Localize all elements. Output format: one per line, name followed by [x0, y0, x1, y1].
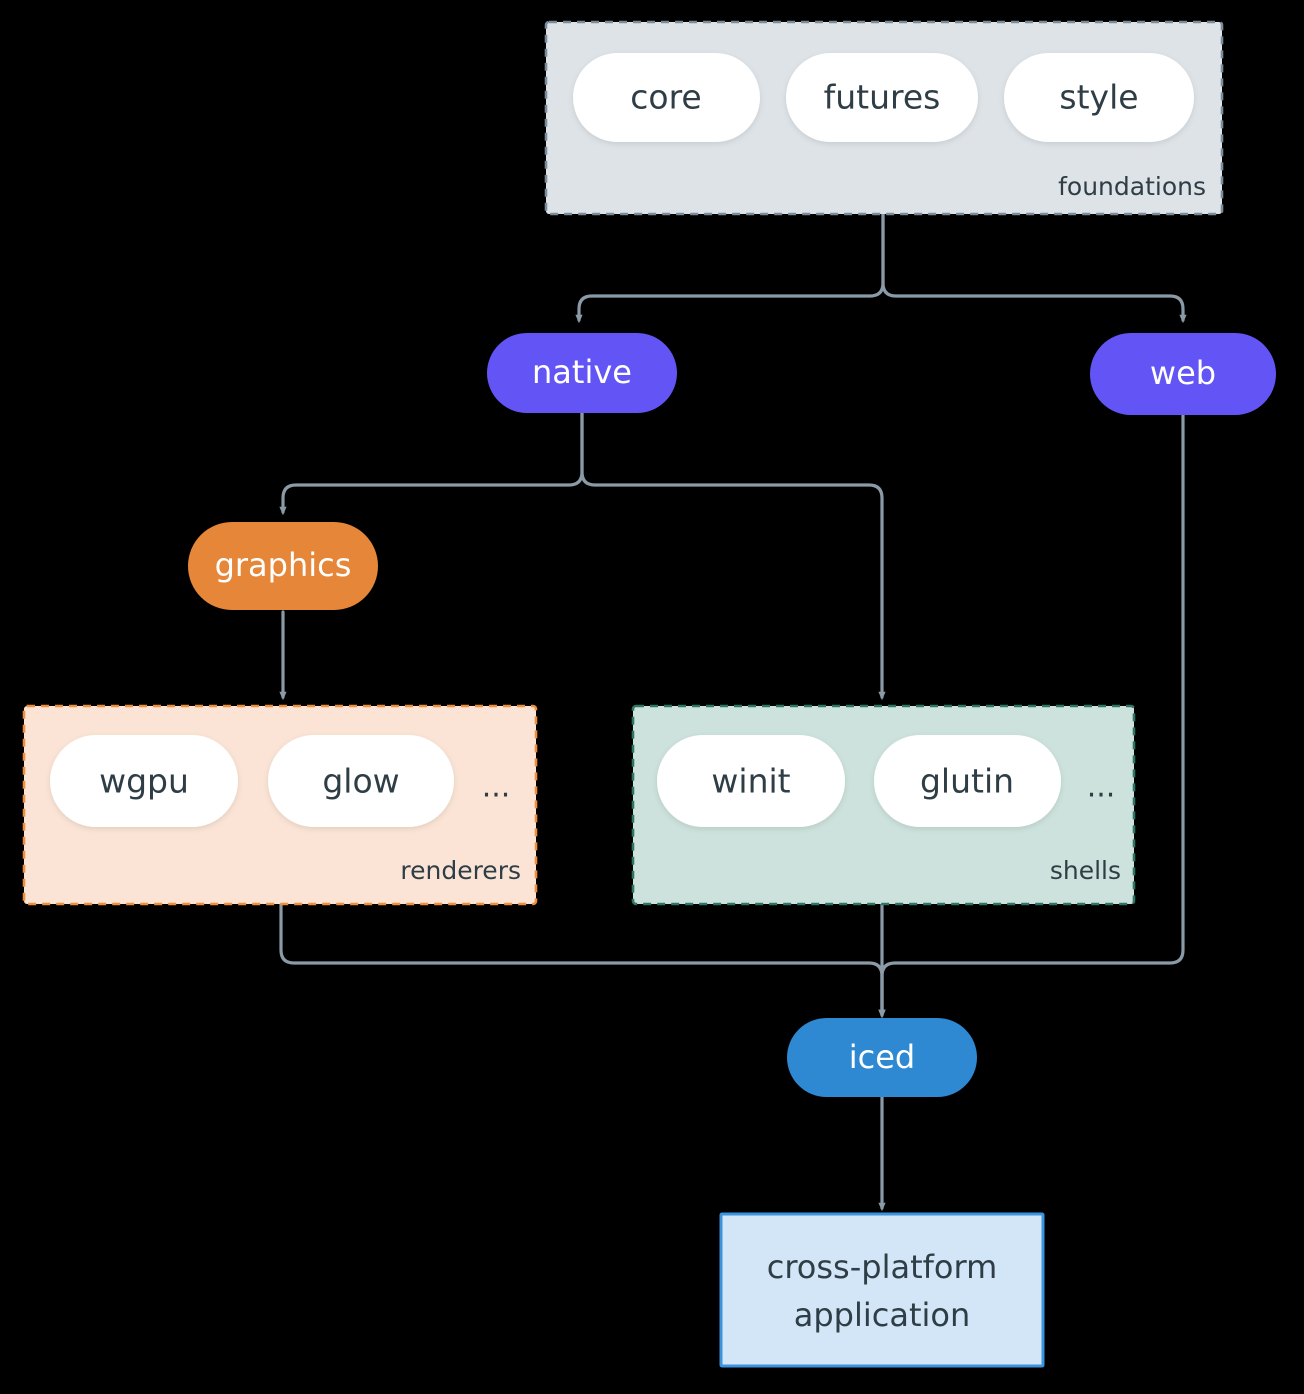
- node-native[interactable]: native: [487, 333, 677, 413]
- foundations-member-styleq[interactable]: [1004, 53, 1194, 142]
- edge-web-to-iced: [878, 413, 1185, 1019]
- group-label-renderers: renderers: [400, 856, 521, 885]
- edge-native-to-graphics: [279, 410, 584, 516]
- renderers-member-label-wgpu: wgpu: [99, 762, 189, 801]
- renderers-member-label-glow: glow: [322, 762, 399, 801]
- foundations-member-label-futures: futures: [824, 78, 941, 117]
- shells-member-glutin[interactable]: [874, 735, 1061, 827]
- edge-renderers-to-iced: [279, 902, 886, 1019]
- foundations-member-label-style: style: [1059, 78, 1138, 117]
- shells-member-label-glutin: glutin: [920, 762, 1014, 801]
- foundations-member-label-core: core: [630, 78, 701, 117]
- node-application-label-line2: application: [794, 1296, 971, 1334]
- node-application-label-line1: cross-platform: [767, 1248, 997, 1286]
- renderers-ellipsis: ...: [482, 770, 511, 805]
- foundations-member-core[interactable]: [573, 53, 760, 142]
- edge-native-to-shells: [580, 410, 886, 701]
- node-iced-shape: [787, 1018, 977, 1097]
- node-application[interactable]: cross-platform application: [719, 1212, 1045, 1368]
- shells-member-label-winit: winit: [711, 762, 790, 801]
- node-native-shape: [487, 333, 677, 413]
- node-graphics-shape: [188, 522, 378, 610]
- renderers-member-glow[interactable]: [268, 735, 454, 827]
- edge-foundations-split: [575, 212, 885, 324]
- node-iced[interactable]: iced: [787, 1018, 977, 1097]
- edge-foundations-to-web: [881, 212, 1187, 324]
- node-web-shape: [1090, 333, 1276, 415]
- shells-member-winit[interactable]: [657, 735, 845, 827]
- edge-layer: [279, 212, 1187, 1212]
- node-web-label: web: [1150, 354, 1216, 392]
- foundations-member-futures[interactable]: [786, 53, 978, 142]
- node-web[interactable]: web: [1090, 333, 1276, 415]
- shells-ellipsis: ...: [1087, 770, 1116, 805]
- group-foundations[interactable]: core futures style foundations: [544, 20, 1224, 216]
- group-label-shells: shells: [1050, 856, 1121, 885]
- node-native-label: native: [532, 353, 632, 391]
- node-graphics[interactable]: graphics: [188, 522, 378, 610]
- renderers-member-wgpu[interactable]: [50, 735, 238, 827]
- group-renderers[interactable]: wgpu glow ... renderers: [22, 704, 538, 906]
- group-shells[interactable]: winit glutin ... shells: [631, 704, 1136, 906]
- group-label-foundations: foundations: [1058, 172, 1206, 201]
- node-iced-label: iced: [849, 1038, 915, 1076]
- node-application-shape: [719, 1212, 1045, 1368]
- node-graphics-label: graphics: [215, 546, 352, 584]
